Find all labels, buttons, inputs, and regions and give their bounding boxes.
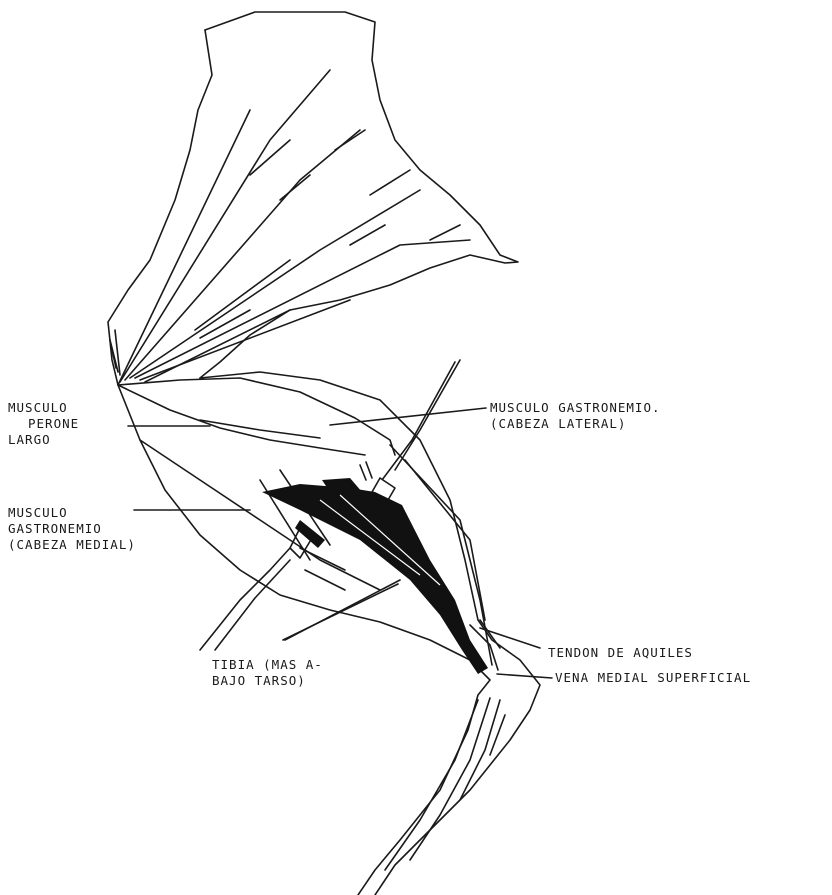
- lower-leg-outline: [118, 385, 490, 895]
- leader-tibia: [283, 584, 398, 640]
- label-peroneo-largo: MUSCULO PERONE LARGO: [8, 400, 79, 448]
- thigh-front-outline: [108, 30, 212, 385]
- label-vena-medial: VENA MEDIAL SUPERFICIAL: [555, 670, 751, 686]
- leader-vena: [497, 674, 552, 678]
- retractor-lower: [200, 548, 290, 650]
- label-tibia: TIBIA (MAS A- BAJO TARSO): [212, 657, 323, 689]
- label-gastronemio-lateral: MUSCULO GASTRONEMIO. (CABEZA LATERAL): [490, 400, 661, 432]
- thigh-outline: [200, 12, 518, 378]
- label-tendon-aquiles: TENDON DE AQUILES: [548, 645, 693, 661]
- label-gastronemio-medial: MUSCULO GASTRONEMIO (CABEZA MEDIAL): [8, 505, 136, 553]
- dissection-dark-band: [262, 484, 488, 674]
- retractor-upper: [382, 360, 460, 480]
